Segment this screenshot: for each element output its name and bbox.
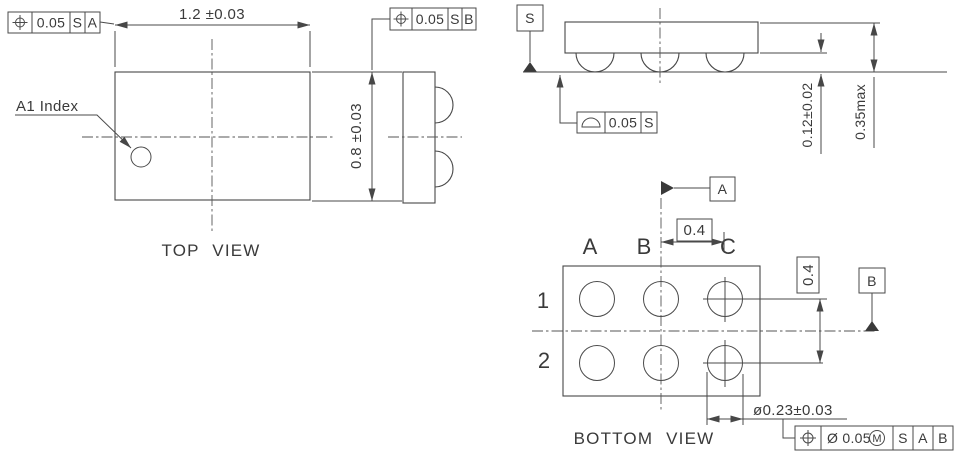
datum-b-flag: B xyxy=(858,267,886,331)
fcf-position-a: 0.05 S A xyxy=(7,11,115,34)
basic-dimension-box xyxy=(796,256,820,294)
top-view-label: TOP VIEW xyxy=(161,241,260,260)
ball-outline xyxy=(705,52,745,73)
column-label-c: C xyxy=(720,234,736,259)
row-label-1: 1 xyxy=(537,288,549,313)
top-view-body-outline xyxy=(114,71,311,201)
ball-diameter-dimension: ø0.23±0.03 xyxy=(706,372,847,439)
datum-a-label: A xyxy=(718,181,728,197)
width-dimension-text: 1.2 ±0.03 xyxy=(179,6,245,23)
fcf-ref-s: S xyxy=(644,115,654,131)
fcf-ref-s: S xyxy=(450,11,460,27)
a1-index-label: A1 Index xyxy=(16,98,79,115)
pitch-x-text: 0.4 xyxy=(683,222,705,239)
ball-diameter-text: ø0.23±0.03 xyxy=(753,402,833,419)
width-dimension: 1.2 ±0.03 xyxy=(114,6,311,67)
fcf-leader xyxy=(556,75,577,124)
row-label-2: 2 xyxy=(538,348,550,373)
position-symbol-icon xyxy=(393,11,409,27)
fcf-ref-b: B xyxy=(938,430,948,446)
ball-a2 xyxy=(579,345,615,381)
datum-a-box xyxy=(709,176,736,202)
datum-triangle-icon xyxy=(865,321,879,331)
fcf-tolerance: 0.05 xyxy=(609,115,637,131)
side-projection xyxy=(388,71,462,204)
side-view-body xyxy=(564,21,759,54)
position-symbol-icon xyxy=(12,15,28,30)
fcf-position-balls: Ø 0.05 M S A B xyxy=(794,425,954,451)
pitch-y-text: 0.4 xyxy=(800,264,817,286)
a1-index-marker xyxy=(130,146,152,168)
fcf-connector xyxy=(782,419,795,439)
fcf-seating-plane: 0.05 S xyxy=(556,75,658,134)
side-view: S 0.05 S 0.12±0.02 xyxy=(516,4,947,154)
pitch-x-dimension: 0.4 xyxy=(661,218,725,252)
column-label-b: B xyxy=(637,234,652,259)
overall-height-dimension: 0.35max xyxy=(760,22,880,148)
bottom-view-label: BOTTOM VIEW xyxy=(574,429,715,448)
datum-a-flag: A xyxy=(661,176,736,202)
bump-outline xyxy=(434,86,454,124)
fcf-ref-a: A xyxy=(88,15,98,31)
fcf-tolerance: Ø 0.05 xyxy=(827,430,871,446)
a1-index-leader xyxy=(15,114,132,149)
ball-outline xyxy=(640,52,680,73)
datum-triangle-icon xyxy=(661,181,674,195)
ball-b1 xyxy=(643,281,679,317)
standoff-dimension-text: 0.12±0.02 xyxy=(799,83,815,148)
height-dimension: 0.8 ±0.03 xyxy=(312,18,402,202)
fcf-ref-b: B xyxy=(464,11,474,27)
datum-triangle-icon xyxy=(523,62,537,72)
fcf-tolerance: 0.05 xyxy=(416,11,444,27)
ball-outline xyxy=(575,52,615,73)
standoff-dimension: 0.12±0.02 xyxy=(760,33,827,154)
height-dimension-text: 0.8 ±0.03 xyxy=(348,103,365,169)
fcf-position-b: 0.05 S B xyxy=(389,7,477,31)
column-label-a: A xyxy=(583,234,598,259)
mmc-modifier-icon: M xyxy=(869,430,885,446)
fcf-ref-s: S xyxy=(73,15,83,31)
ball-b2 xyxy=(643,345,679,381)
datum-b-label: B xyxy=(867,273,877,289)
bottom-view-body-outline xyxy=(562,265,761,397)
fcf-leader xyxy=(99,21,115,25)
bump-outline xyxy=(434,150,454,188)
top-view: A1 Index TOP VIEW 1.2 ±0.03 0.05 S A xyxy=(7,6,477,260)
mmc-letter: M xyxy=(872,433,881,445)
fcf-tolerance: 0.05 xyxy=(37,15,65,31)
ball-a1 xyxy=(579,281,615,317)
seating-plane-symbol-icon xyxy=(581,117,601,128)
fcf-connector xyxy=(371,18,390,70)
pitch-y-dimension: 0.4 xyxy=(796,256,824,363)
bottom-view: A B C 1 2 A 0.4 0.4 B xyxy=(532,176,954,451)
position-symbol-icon xyxy=(800,430,816,446)
fcf-ref-s: S xyxy=(898,430,908,446)
datum-s-label: S xyxy=(525,10,535,26)
fcf-ref-a: A xyxy=(918,430,928,446)
side-projection-body xyxy=(402,71,436,204)
overall-height-text: 0.35max xyxy=(852,84,868,140)
